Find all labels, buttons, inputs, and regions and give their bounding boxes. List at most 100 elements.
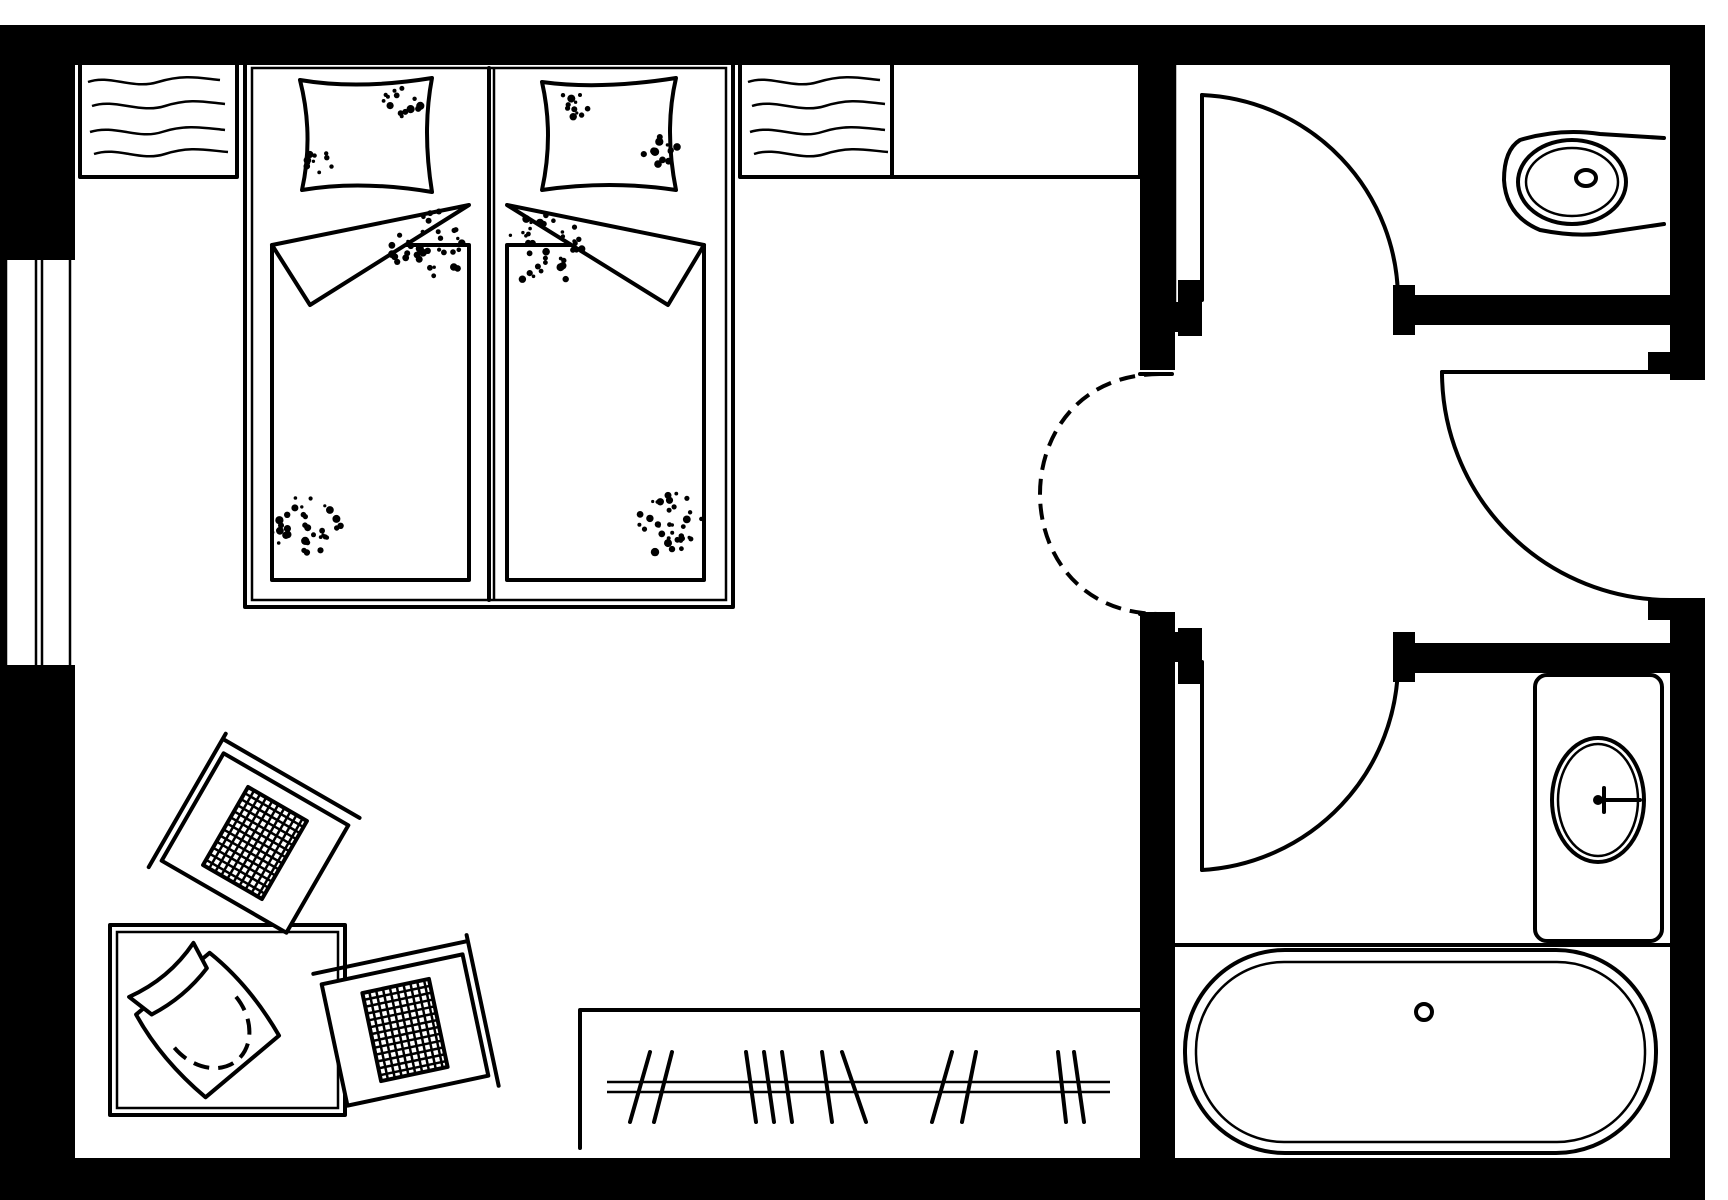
door-bedroom[interactable] [1038,372,1174,616]
bedding-pattern-dot [671,504,677,510]
bedding-pattern-dot [646,514,654,523]
bedding-pattern-dot [301,536,310,546]
bedding-pattern-dot [573,100,578,104]
bedding-pattern-dot [542,247,550,256]
bedding-pattern-dot [684,495,690,501]
bedding-pattern-dot [522,215,531,223]
double-bed [243,60,735,609]
bedding-pattern-dot [427,210,433,217]
chair-weave-line [379,1059,447,1077]
door-bathroom[interactable] [1200,660,1401,872]
bedding-pattern-dot [420,229,425,234]
shelf [890,60,1142,179]
bedding-pattern-dot [576,236,582,242]
bedding-pattern-dot [283,525,291,533]
chair-weave-line [365,991,433,1008]
chair-weave-line [369,1011,437,1029]
bedding-pattern-dot [304,524,312,532]
bedding-pattern-dot [392,88,397,93]
bedding-pattern-dot [397,232,403,238]
bedding-pattern-dot [540,220,547,227]
nightstand [78,60,239,179]
bedding-pattern-dot [667,522,672,527]
chair-weave-line [367,1005,435,1022]
bedding-pattern-dot [306,150,314,159]
bedding-pattern-dot [282,531,290,539]
bedding-pattern-dot [406,105,415,114]
bedding-pattern-dot [319,527,325,534]
bedding-pattern-dot [567,94,576,103]
bedding-pattern-dot [578,112,585,118]
chair-weave-line [243,792,305,829]
wall-top [0,25,1705,65]
bedding-pattern-dot [394,258,401,265]
bedding-pattern-dot [427,264,433,271]
door-hall[interactable] [1440,370,1672,602]
bedding-pattern-dot [276,541,281,545]
bedding-pattern-dot [518,275,527,283]
wall-right-lower [1670,598,1705,1200]
bedding-pattern-dot [300,505,304,509]
chair-weave-line [363,984,431,1002]
bedding-pattern-dot [317,170,322,175]
bedding-pattern-dot [391,253,399,261]
bedding-pattern-dot [399,85,405,91]
chair-weave-line [222,828,284,865]
wardrobe [578,1008,1142,1150]
bedding-pattern-dot [574,248,579,253]
clothes-hanger [744,1050,794,1124]
bedding-pattern-dot [303,549,311,556]
bedding-pattern-dot [659,156,666,164]
bedding-pattern-dot [578,245,586,253]
bedding-pattern-dot [679,546,684,552]
bedding-pattern-dot [402,254,410,262]
bedding-pattern-dot [664,491,672,499]
wall-left-upper [0,25,75,260]
bedding-pattern-dot [656,524,661,528]
bedding-pattern-dot [302,514,308,520]
bedding-pattern-dot [526,270,533,277]
chair-weave-line [372,1025,440,1043]
bedding-pattern-dot [291,504,299,512]
bedding-pattern-dot [560,234,566,239]
bedding-pattern-dot [435,208,442,215]
bedding-pattern-dot [318,535,323,539]
bedding-pattern-dot [412,96,417,102]
bedding-pattern-dot [674,491,679,496]
clothes-hanger [930,1050,978,1124]
chair-weave-line [208,852,270,889]
wall-stub [1178,280,1202,336]
bedding-pattern-dot [293,496,298,500]
bedding-pattern-dot [324,155,330,161]
bedding-pattern-dot [421,214,426,220]
wall-stub [1648,598,1678,620]
bedding-pattern-dot [543,260,548,265]
bedding-pattern-dot [571,224,578,230]
bedding-pattern-dot [636,511,644,518]
bedding-pattern-dot [311,159,316,163]
bedding-pattern-dot [570,247,576,253]
wall-bottom [0,1158,1705,1200]
bedding-pattern-dot [640,151,647,158]
bedding-pattern-dot [665,143,670,147]
bedding-pattern-dot [275,516,284,525]
bedding-pattern-dot [655,137,664,146]
bedding-pattern-dot [311,532,316,538]
bedding-pattern-dot [664,539,672,548]
bedding-pattern-dot [324,151,329,156]
bedding-pattern-dot [425,217,432,224]
bedding-pattern-dot [441,249,447,256]
wall-stub [1178,628,1202,684]
bedding-pattern-dot [508,233,513,237]
chair-weave-line [376,1046,444,1063]
chair-weave-line [236,804,298,841]
bedding-pattern-dot [526,231,531,237]
door-toilet[interactable] [1200,93,1401,302]
duvet [505,203,706,582]
bedding-pattern-dot [437,247,442,252]
chair-weave-line [226,822,287,859]
bedding-pattern-dot [556,263,565,272]
bedding-pattern-dot [386,102,394,110]
bedding-pattern-dot [276,526,284,535]
